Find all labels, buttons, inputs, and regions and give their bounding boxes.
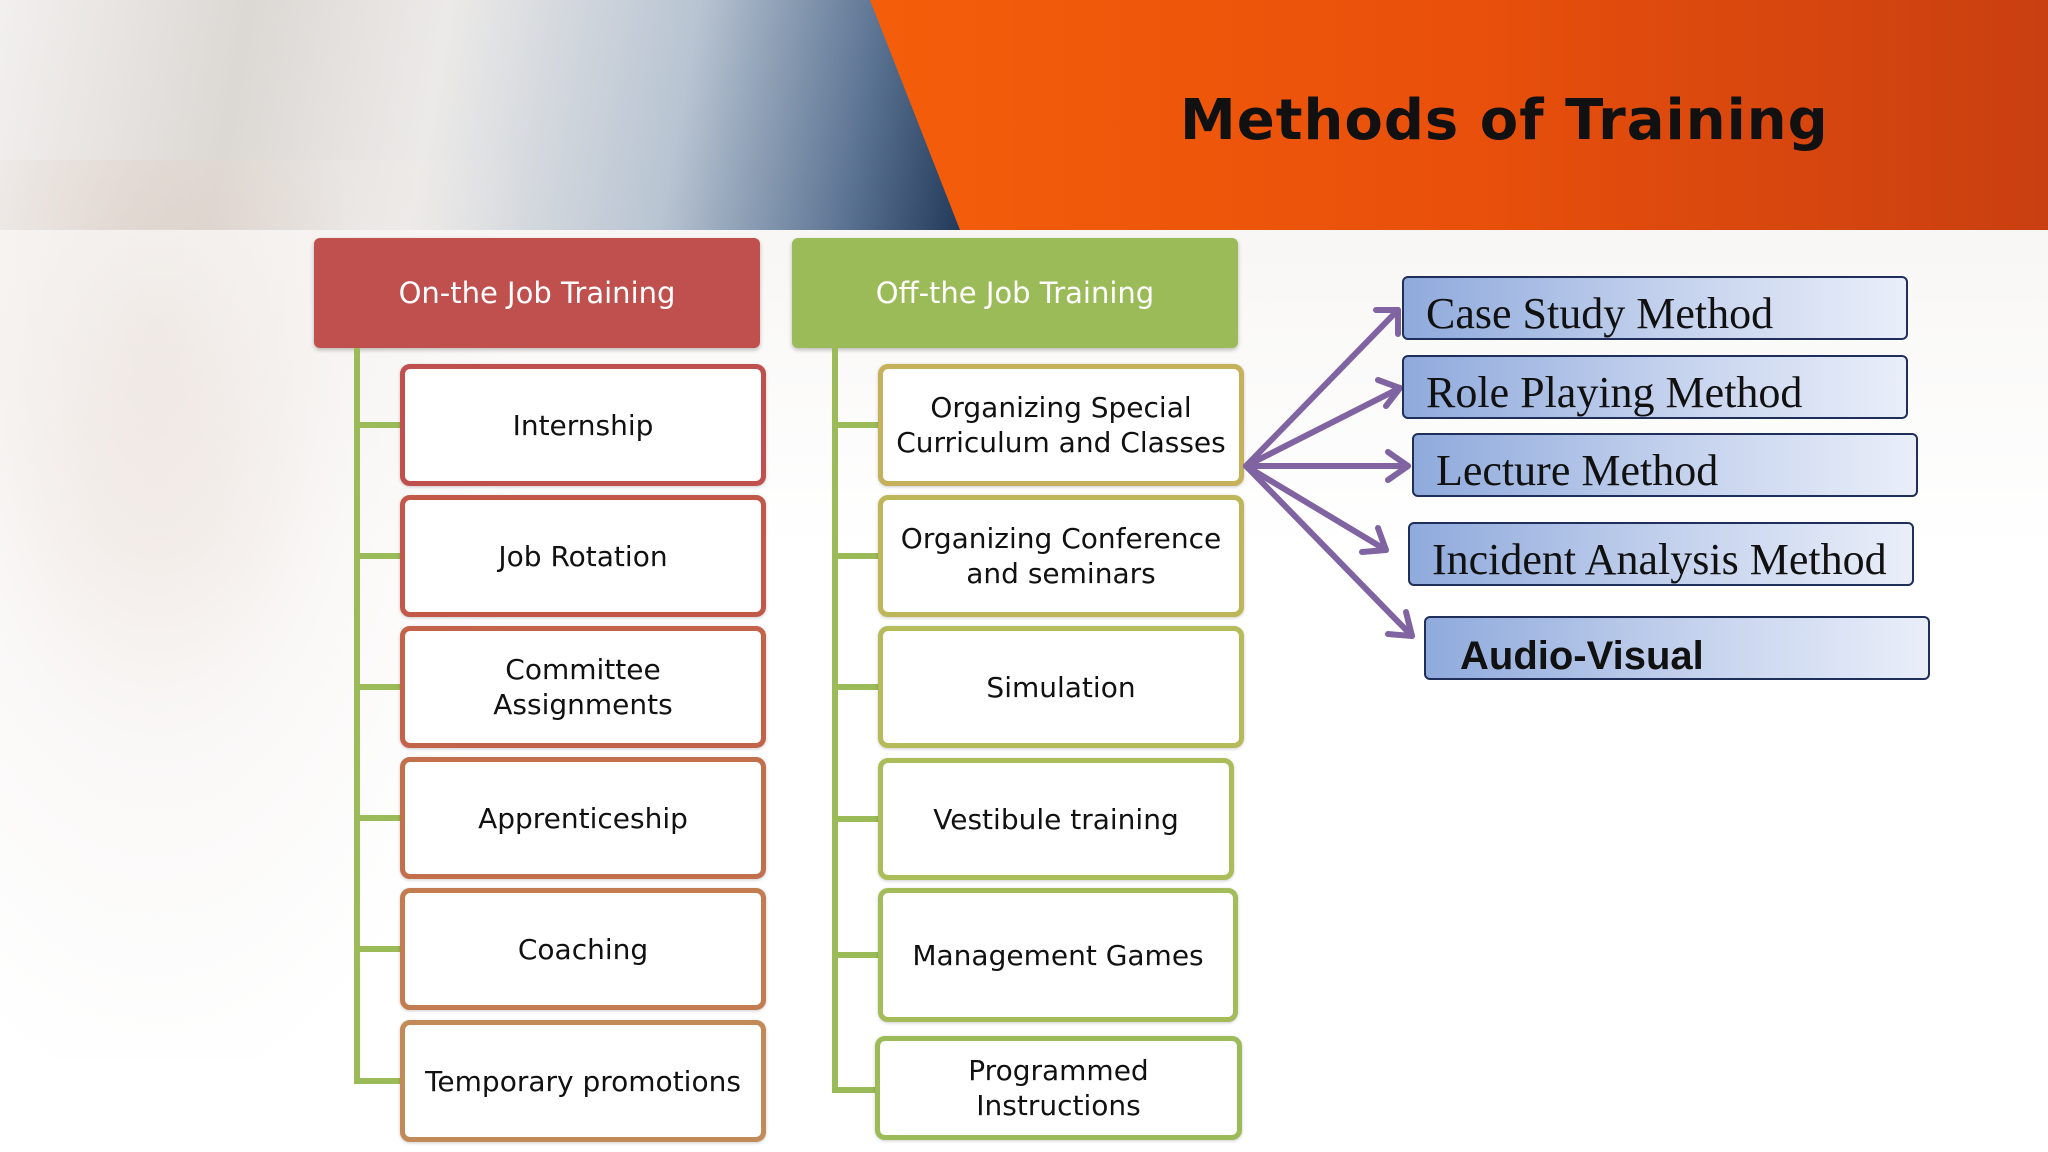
on-the-job-branch (354, 422, 402, 428)
off-the-job-branch (832, 816, 880, 822)
on-the-job-header: On-the Job Training (314, 238, 760, 348)
off-the-job-item: Organizing Conference and seminars (878, 495, 1244, 617)
off-the-job-branch (832, 684, 880, 690)
method-label: Role Playing Method (1426, 368, 1803, 417)
arrow-to-audio-visual (1243, 463, 1415, 639)
off-the-job-branch (832, 1087, 880, 1093)
method-box: Lecture Method (1412, 433, 1918, 497)
off-the-job-item: Organizing Special Curriculum and Classe… (878, 364, 1244, 486)
off-the-job-branch (832, 952, 880, 958)
off-the-job-branch (832, 422, 880, 428)
on-the-job-item: Job Rotation (400, 495, 766, 617)
on-the-job-branch (354, 1078, 402, 1084)
on-the-job-item: Internship (400, 364, 766, 486)
off-the-job-item: Management Games (878, 888, 1238, 1022)
arrow-to-role-playing (1243, 385, 1403, 469)
arrowhead (1385, 609, 1415, 639)
on-the-job-item: Temporary promotions (400, 1020, 766, 1142)
method-label: Audio-Visual (1460, 634, 1704, 678)
method-box: Case Study Method (1402, 276, 1908, 340)
off-the-job-header: Off-the Job Training (792, 238, 1238, 348)
arrowhead (1385, 449, 1411, 483)
slide-title: Methods of Training (1180, 88, 1829, 153)
on-the-job-branch (354, 553, 402, 559)
off-the-job-item: Simulation (878, 626, 1244, 748)
off-the-job-branch (832, 553, 880, 559)
on-the-job-item: Apprenticeship (400, 757, 766, 879)
on-the-job-branch (354, 684, 402, 690)
on-the-job-item: Committee Assignments (400, 626, 766, 748)
method-label: Lecture Method (1436, 446, 1719, 495)
off-the-job-item: Programmed Instructions (875, 1036, 1242, 1140)
arrow-to-case-study (1243, 307, 1401, 469)
method-box: Audio-Visual (1424, 616, 1930, 680)
off-the-job-item: Vestibule training (878, 758, 1234, 880)
arrow-to-incident (1243, 463, 1389, 553)
off-the-job-spine (832, 348, 838, 1093)
arrowhead (1359, 525, 1389, 555)
on-the-job-item: Coaching (400, 888, 766, 1010)
title-band (870, 0, 2048, 230)
method-box: Role Playing Method (1402, 355, 1908, 419)
on-the-job-spine (354, 348, 360, 1084)
method-box: Incident Analysis Method (1408, 522, 1914, 586)
arrowhead (1373, 307, 1401, 337)
method-label: Incident Analysis Method (1432, 535, 1887, 584)
method-label: Case Study Method (1426, 289, 1774, 338)
on-the-job-branch (354, 815, 402, 821)
arrowhead (1375, 377, 1403, 409)
on-the-job-branch (354, 946, 402, 952)
